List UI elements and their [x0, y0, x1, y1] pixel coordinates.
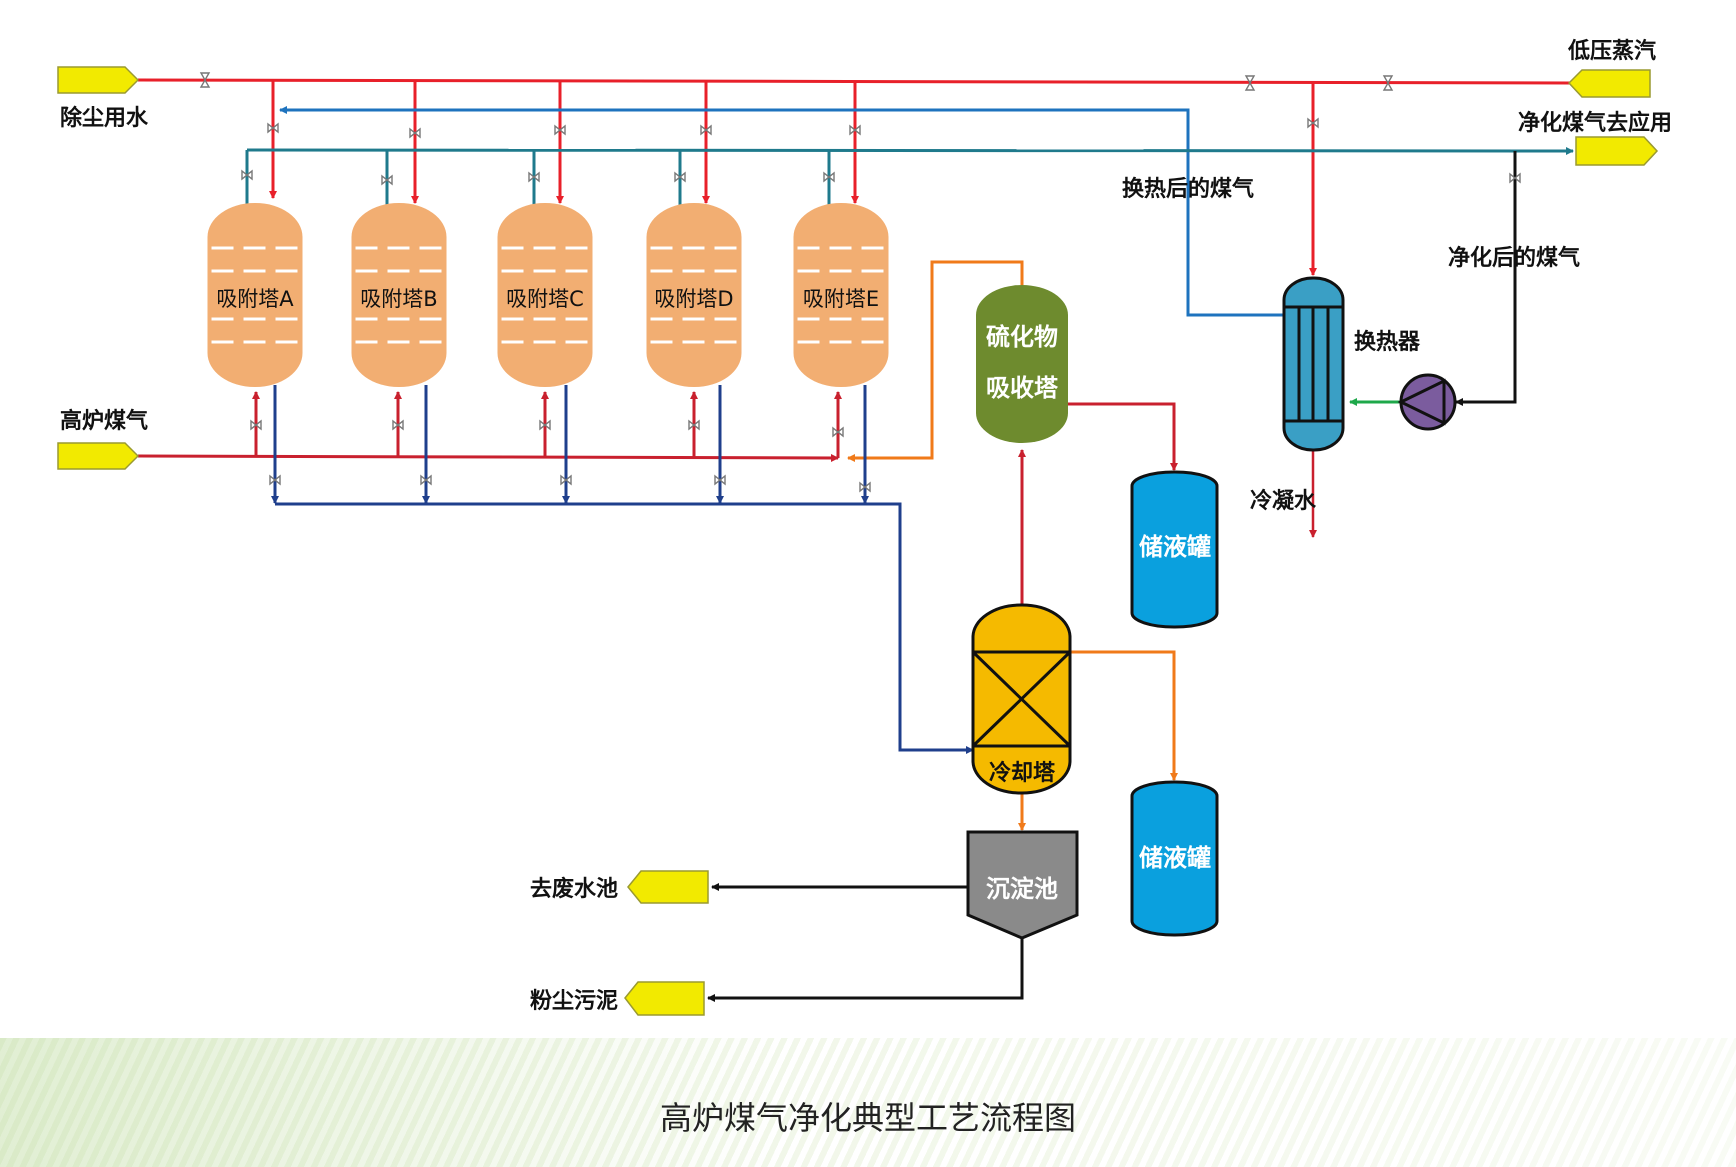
sludge-terminal[interactable] — [624, 981, 705, 1016]
adsorber-label: 吸附塔C — [506, 287, 584, 311]
storage-tank-1-label: 储液罐 — [1139, 533, 1211, 561]
wastewater-label: 去废水池 — [530, 876, 618, 902]
gas-after-exchange-label: 换热后的煤气 — [1122, 176, 1254, 202]
bf-gas-label: 高炉煤气 — [60, 408, 148, 434]
adsorber-tower[interactable]: 吸附塔D — [646, 203, 742, 387]
storage-tank-2[interactable] — [1130, 780, 1219, 937]
heat-exchanger[interactable] — [1282, 276, 1345, 452]
diagram-caption: 高炉煤气净化典型工艺流程图 — [659, 1099, 1076, 1137]
dust-water-terminal[interactable] — [57, 66, 140, 94]
absorber-to-tank-pipe — [1068, 402, 1178, 471]
clean-gas-pipe — [245, 146, 1574, 205]
sludge-label: 粉尘污泥 — [530, 989, 618, 1014]
adsorber-tower[interactable]: 吸附塔B — [351, 203, 447, 387]
adsorber-tower[interactable]: 吸附塔E — [793, 203, 889, 387]
condensate-label: 冷凝水 — [1250, 488, 1317, 514]
settling-tank[interactable] — [966, 830, 1079, 940]
adsorber-tower[interactable]: 吸附塔A — [207, 203, 303, 387]
cooling-tower[interactable] — [971, 603, 1072, 795]
purified-gas-pipe — [1455, 151, 1517, 406]
absorber-label-2: 吸收塔 — [986, 374, 1059, 402]
sludge-pipe — [707, 938, 1024, 1002]
bf-gas-pipe — [137, 391, 842, 462]
absorber-return-pipe — [847, 260, 1024, 462]
bf-gas-terminal[interactable] — [57, 442, 140, 470]
absorber-label-1: 硫化物 — [986, 323, 1058, 351]
drain-pipe — [271, 385, 974, 754]
heat-exchanger-label: 换热器 — [1354, 329, 1421, 355]
adsorber-label: 吸附塔E — [803, 287, 879, 311]
clean-gas-label: 净化煤气去应用 — [1518, 110, 1672, 136]
dust-water-pipe — [137, 78, 1571, 276]
heat-exchanged-gas-pipe — [279, 106, 1284, 317]
wastewater-terminal[interactable] — [627, 870, 709, 904]
cooler-to-tank-pipe — [1070, 650, 1178, 781]
steam-label: 低压蒸汽 — [1567, 38, 1656, 64]
clean-gas-terminal[interactable] — [1575, 136, 1659, 166]
adsorber-tower[interactable]: 吸附塔C — [497, 203, 593, 387]
pump-icon[interactable] — [1397, 373, 1457, 431]
cooling-tower-label: 冷却塔 — [989, 760, 1056, 786]
adsorber-label: 吸附塔A — [216, 287, 294, 311]
purified-gas-label: 净化后的煤气 — [1448, 245, 1580, 271]
steam-terminal[interactable] — [1567, 69, 1651, 98]
adsorber-label: 吸附塔D — [654, 287, 733, 311]
storage-tank-2-label: 储液罐 — [1139, 844, 1211, 872]
adsorber-label: 吸附塔B — [360, 287, 437, 311]
dust-water-label: 除尘用水 — [60, 105, 149, 131]
sulfide-absorber[interactable] — [976, 285, 1068, 443]
storage-tank-1[interactable] — [1130, 470, 1219, 629]
footer-background — [0, 1038, 1736, 1167]
settling-tank-label: 沉淀池 — [986, 875, 1058, 903]
